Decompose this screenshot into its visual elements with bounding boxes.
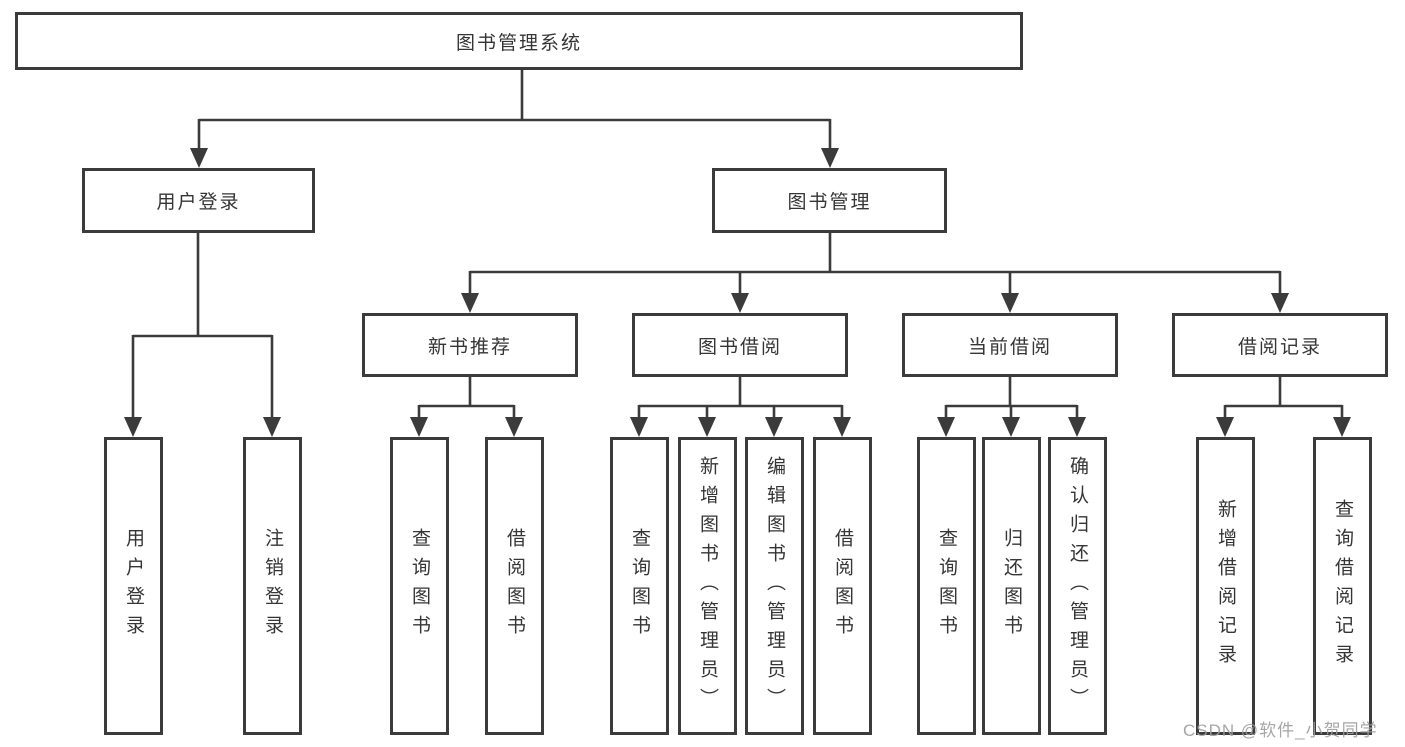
node-current-borrowing: 当前借阅 xyxy=(902,313,1118,377)
leaf-user-login: 用户登录 xyxy=(104,437,163,735)
leaf-confirm-return-admin: 确认归还（管理员） xyxy=(1048,437,1107,735)
node-book-management: 图书管理 xyxy=(712,168,947,233)
leaf-logout-login: 注销登录 xyxy=(243,437,302,735)
leaf-add-borrow-record: 新增借阅记录 xyxy=(1196,437,1255,735)
leaf-edit-books-admin: 编辑图书（管理员） xyxy=(745,437,804,735)
csdn-watermark: CSDN @软件_小贺同学 xyxy=(1183,721,1378,740)
node-book-borrowing: 图书借阅 xyxy=(632,313,848,377)
arrowheads xyxy=(124,148,1351,437)
leaf-recommend-query-books: 查询图书 xyxy=(390,437,449,735)
leaf-query-borrow-record: 查询借阅记录 xyxy=(1313,437,1372,735)
node-user-login: 用户登录 xyxy=(82,168,315,233)
leaf-return-books: 归还图书 xyxy=(982,437,1041,735)
leaf-add-books-admin: 新增图书（管理员） xyxy=(678,437,737,735)
leaf-current-query-books: 查询图书 xyxy=(917,437,976,735)
node-new-book-recommend: 新书推荐 xyxy=(362,313,578,377)
leaf-borrowing-query-books: 查询图书 xyxy=(610,437,669,735)
leaf-borrowing-borrow-books: 借阅图书 xyxy=(813,437,872,735)
node-library-system: 图书管理系统 xyxy=(15,12,1023,70)
node-borrowing-records: 借阅记录 xyxy=(1172,313,1388,377)
leaf-recommend-borrow-books: 借阅图书 xyxy=(485,437,544,735)
